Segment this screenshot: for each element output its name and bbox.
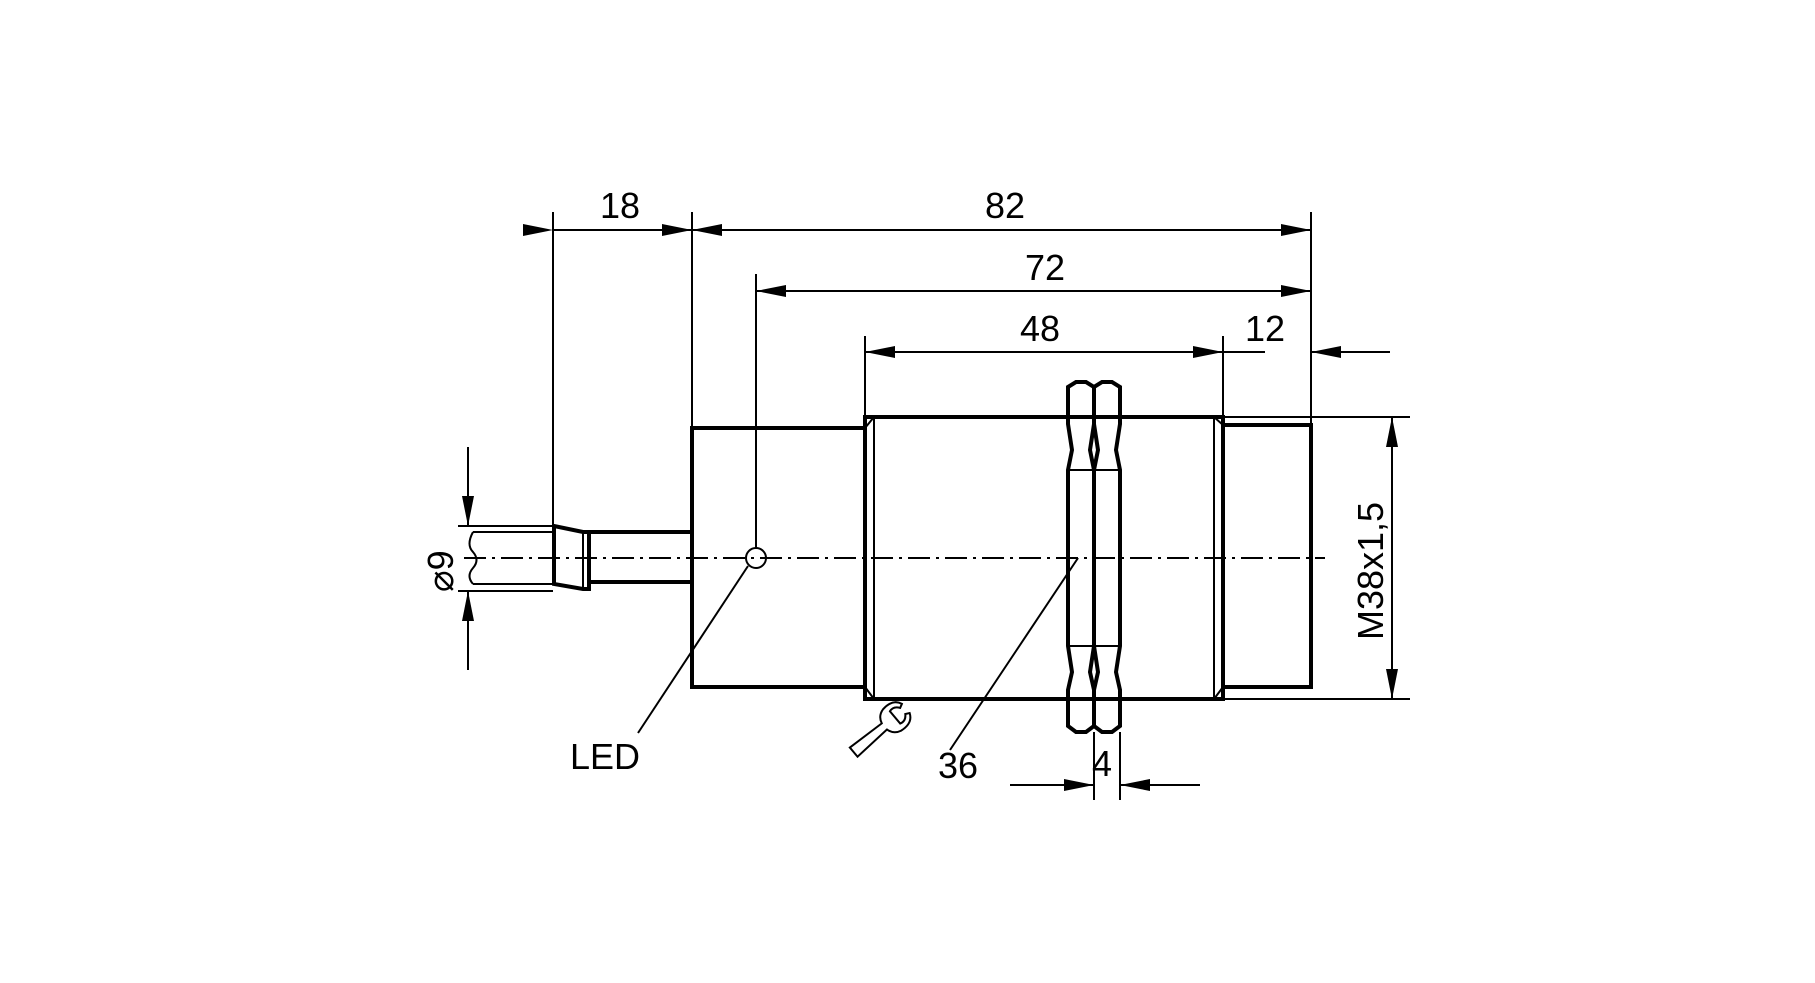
dim-48-label: 48 — [1020, 308, 1060, 349]
dim-nut-thickness: 4 — [1010, 732, 1200, 800]
dim-thread-length: 48 — [864, 308, 1224, 425]
dim-cable-diameter: ⌀9 — [420, 447, 553, 670]
sensing-face-section — [1221, 423, 1313, 689]
dim-82-label: 82 — [985, 185, 1025, 226]
dim-face-length: 12 — [1223, 308, 1390, 358]
wrench-icon — [848, 701, 912, 759]
wrench-callout: 36 — [848, 557, 1079, 786]
wrench-leader — [949, 557, 1079, 751]
led-label: LED — [570, 736, 640, 777]
dim-18-label: 18 — [600, 185, 640, 226]
dim-led-to-face: 72 — [755, 247, 1311, 548]
dim-72-label: 72 — [1025, 247, 1065, 288]
dim-overall-length: 82 — [692, 185, 1312, 425]
led-leader — [637, 565, 749, 734]
lock-nut-2 — [1092, 380, 1122, 734]
cable — [468, 523, 692, 591]
dim-m38-label: M38x1,5 — [1350, 502, 1391, 640]
dim-4-label: 4 — [1092, 743, 1112, 784]
dim-thread-spec: M38x1,5 — [1223, 416, 1410, 700]
wrench-size-label: 36 — [938, 745, 978, 786]
dim-12-label: 12 — [1245, 308, 1285, 349]
dim-diameter-label: ⌀9 — [420, 550, 461, 592]
dim-cable-length: 18 — [523, 185, 693, 526]
